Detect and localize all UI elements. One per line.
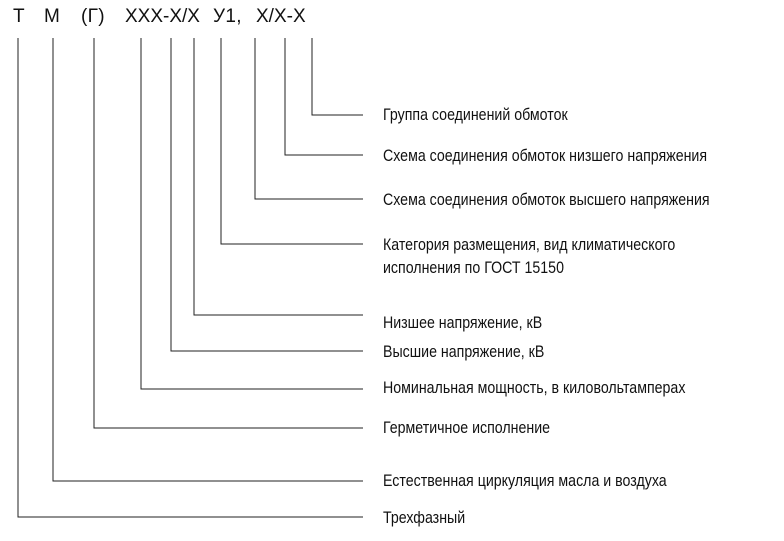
code-part-connection: Х/Х-Х [256, 6, 306, 27]
leader-line-lv-scheme [284, 38, 363, 156]
leader-line-lv [193, 38, 363, 316]
label-rated-power: Номинальная мощность, в киловольтамперах [383, 379, 686, 397]
code-part-power-voltage: ХХХ-Х/Х [125, 6, 200, 27]
leader-line-cooling [52, 38, 363, 482]
code-part-t: Т [13, 6, 25, 27]
leader-line-climate [220, 38, 363, 245]
code-part-climate: У1, [213, 6, 242, 27]
label-hermetic: Герметичное исполнение [383, 419, 551, 437]
leader-line-power [140, 38, 363, 390]
leader-line-hv [170, 38, 363, 352]
label-three-phase: Трехфазный [383, 509, 466, 527]
code-part-g: (Г) [81, 6, 105, 27]
leader-line-group [311, 38, 363, 116]
label-hv-scheme: Схема соединения обмоток высшего напряже… [383, 191, 710, 209]
label-natural-cooling: Естественная циркуляция масла и воздуха [383, 472, 667, 490]
leader-line-hv-scheme [254, 38, 363, 200]
leader-line-hermetic [93, 38, 363, 429]
leader-line-three-phase [17, 38, 363, 518]
label-climate-category-line1: Категория размещения, вид климатического [383, 236, 676, 254]
label-winding-group: Группа соединений обмоток [383, 106, 568, 124]
label-lv-scheme: Схема соединения обмоток низшего напряже… [383, 147, 708, 165]
label-low-voltage: Низшее напряжение, кВ [383, 314, 543, 332]
label-high-voltage: Высшие напряжение, кВ [383, 343, 545, 361]
label-climate-category-line2: исполнения по ГОСТ 15150 [383, 259, 564, 277]
code-part-m: М [44, 6, 61, 27]
